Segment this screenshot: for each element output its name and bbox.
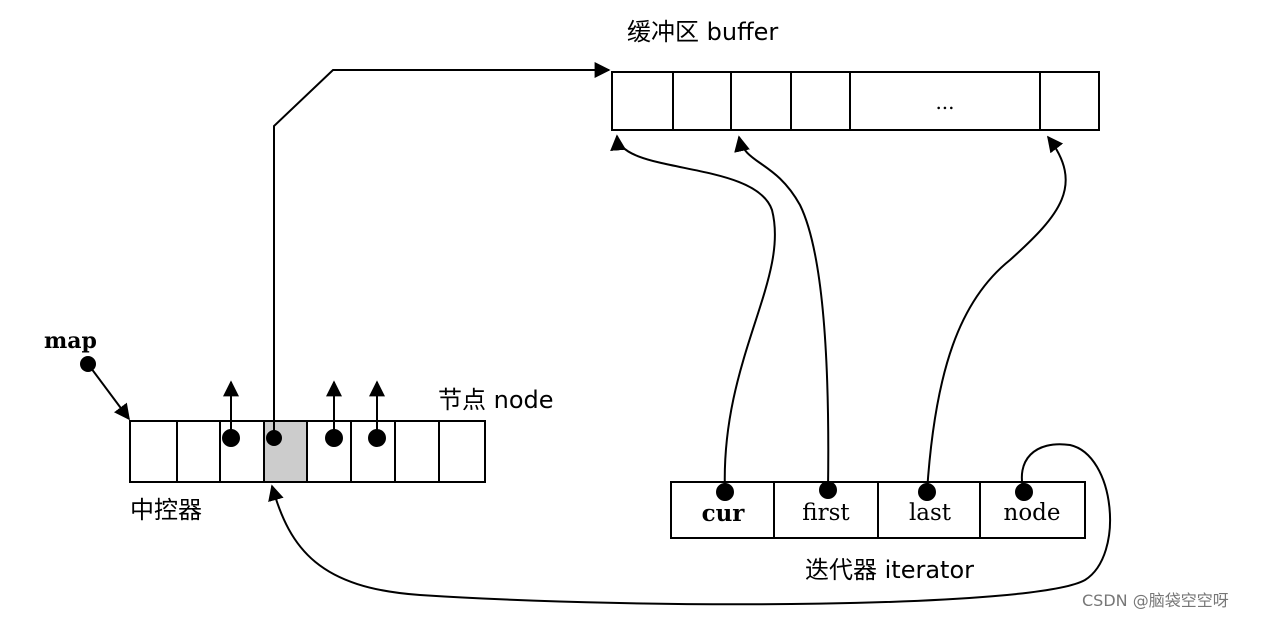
watermark: CSDN @脑袋空空呀 [1082, 591, 1229, 610]
map-controller-label: 中控器 [130, 496, 202, 524]
iterator-pointers [268, 134, 1112, 606]
iterator-field-last: last [908, 500, 952, 526]
current-node-to-buffer-pointer [266, 62, 611, 446]
buffer-ellipsis: ... [935, 90, 955, 114]
iterator-struct [670, 481, 1086, 539]
iterator-field-node: node [1003, 500, 1061, 526]
node-pointers [222, 380, 386, 447]
buffer-title: 缓冲区 buffer [627, 18, 779, 46]
map-pointer [80, 356, 130, 421]
map-controller-array [129, 420, 486, 483]
iterator-title: 迭代器 iterator [805, 556, 975, 584]
map-label: map [44, 328, 97, 354]
node-title: 节点 node [438, 386, 554, 414]
iterator-field-first: first [802, 500, 850, 526]
iterator-field-cur: cur [701, 499, 745, 527]
current-node-cell [263, 420, 308, 483]
buffer-array [611, 71, 1100, 131]
